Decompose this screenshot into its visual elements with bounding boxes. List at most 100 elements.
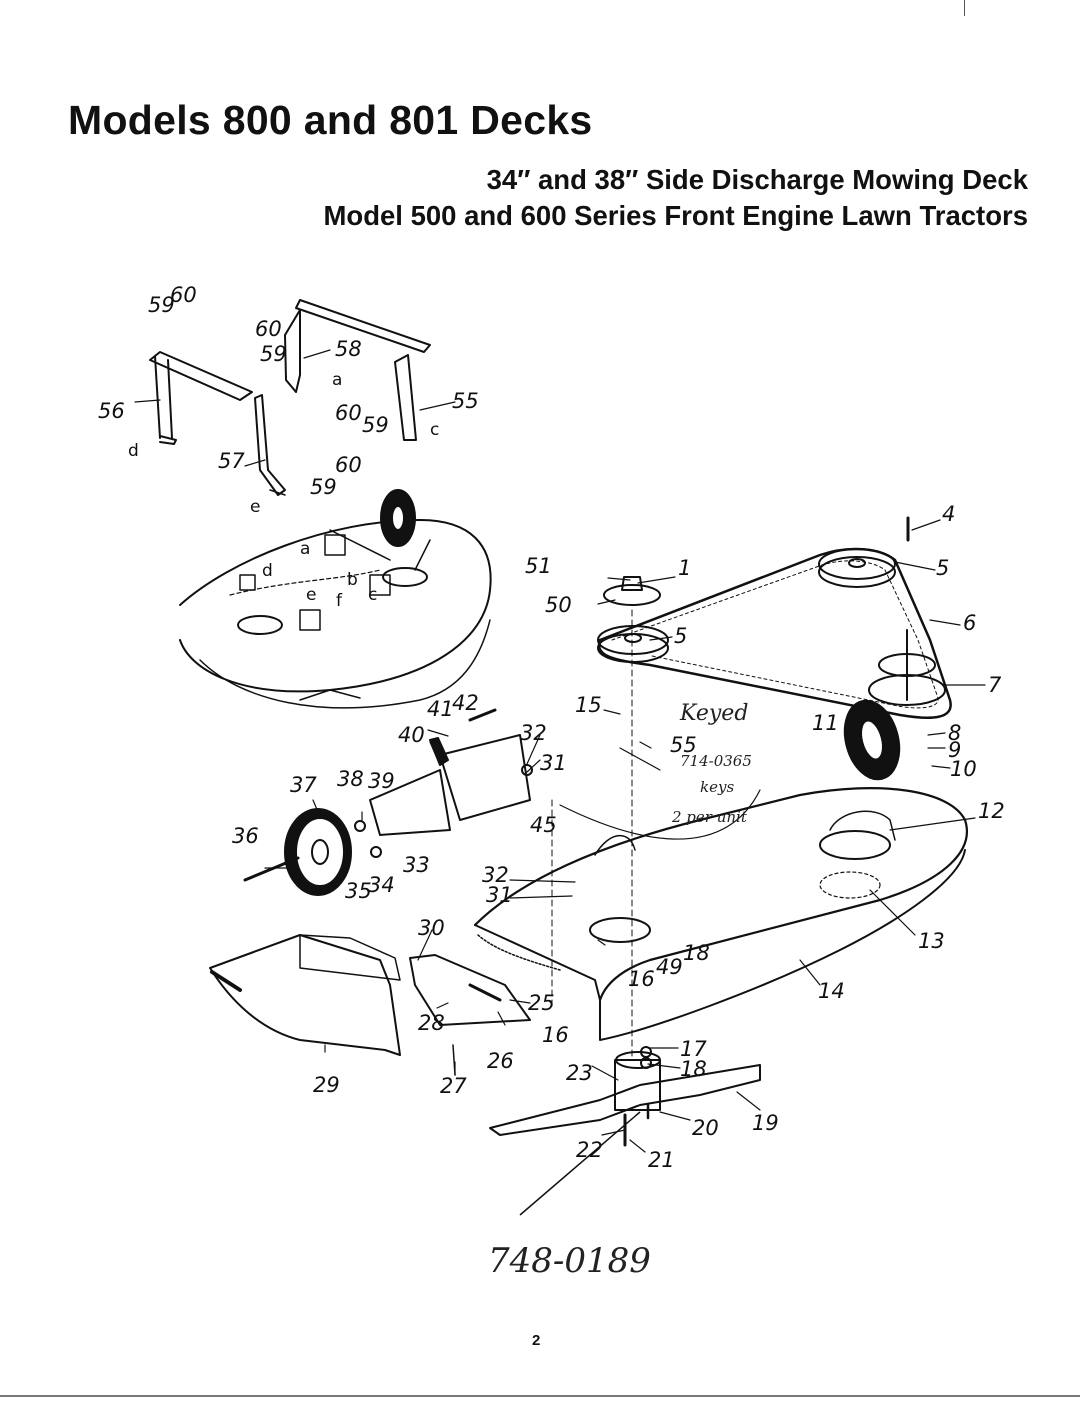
callout-10: 10 — [950, 757, 977, 781]
callout-60c: 60 — [335, 401, 362, 425]
callout-36: 36 — [232, 824, 259, 848]
callout-55: 55 — [670, 733, 697, 757]
bracket-plate — [439, 734, 531, 821]
spindle-12-guard — [829, 810, 896, 841]
callout-16: 16 — [628, 967, 655, 991]
bolt-42 — [468, 708, 497, 722]
guard-45 — [594, 834, 636, 856]
chute-top-face — [299, 934, 401, 981]
callout-35: 35 — [345, 879, 372, 903]
letter-b: b — [347, 570, 358, 590]
callout-58: 58 — [335, 337, 362, 361]
callout-40: 40 — [398, 723, 425, 747]
callout-59: 59 — [148, 293, 175, 317]
pulley-5-left-bore — [624, 633, 642, 643]
lift-link-bar — [149, 351, 253, 401]
callout-29: 29 — [313, 1073, 340, 1097]
note-per-unit: 2 per unit — [671, 808, 748, 826]
callout-60b: 60 — [255, 317, 282, 341]
callout-16b: 16 — [542, 1023, 569, 1047]
callout-39: 39 — [368, 769, 395, 793]
callout-1: 1 — [678, 556, 691, 580]
callout-8: 8 — [948, 721, 961, 745]
leader-lines — [134, 349, 986, 1153]
callout-5-right: 5 — [936, 556, 949, 580]
callout-37: 37 — [290, 773, 317, 797]
callout-9: 9 — [948, 738, 961, 762]
blade-adapter-23 — [614, 1059, 661, 1111]
letter-d: d — [262, 561, 273, 581]
deck-outline-top — [473, 787, 968, 1002]
callout-59c: 59 — [362, 413, 389, 437]
letter-c: c — [368, 585, 377, 605]
callout-49: 49 — [656, 955, 683, 979]
subtitle-deck: 34″ and 38″ Side Discharge Mowing Deck — [486, 164, 1028, 195]
lever-57 — [254, 394, 286, 496]
upper-link-bar — [295, 299, 431, 353]
pulley-5-right-bore — [848, 558, 866, 568]
callout-34: 34 — [368, 873, 395, 897]
spindle-hub-right — [819, 830, 891, 860]
deck-hub-right — [382, 567, 428, 587]
handwritten-arrow — [559, 789, 761, 840]
deck-housing-upper — [179, 519, 492, 709]
nut-1 — [621, 576, 643, 591]
callout-26: 26 — [487, 1049, 514, 1073]
lift-arm-foot — [159, 435, 177, 445]
front-deck-wheel — [843, 699, 901, 781]
belt-inner-hatch — [611, 560, 939, 709]
spindle-hub-left — [589, 917, 651, 943]
pulley-5-left — [597, 633, 669, 663]
deck-front-edge — [474, 924, 601, 1001]
callout-45: 45 — [530, 813, 557, 837]
deck-brackets — [239, 534, 391, 631]
lever-55 — [394, 354, 417, 441]
blade-19 — [489, 1064, 761, 1136]
callout-38: 38 — [337, 767, 364, 791]
callout-32: 32 — [520, 721, 547, 745]
washer-50 — [603, 584, 661, 606]
deck-hub-left — [237, 615, 283, 635]
note-keys: keys — [700, 778, 734, 796]
letter-c-top: c — [430, 420, 439, 440]
callout-25: 25 — [528, 991, 555, 1015]
callout-22: 22 — [576, 1138, 603, 1162]
callout-12: 12 — [978, 799, 1005, 823]
wheel-bolt-36 — [243, 856, 300, 882]
callout-32b: 32 — [482, 863, 509, 887]
lift-arm-56 — [154, 355, 173, 439]
callout-59b: 59 — [260, 342, 287, 366]
wheel-bracket-40 — [369, 769, 451, 836]
callout-11: 11 — [812, 711, 839, 735]
deck-lip — [299, 689, 361, 701]
lever-57-foot — [269, 489, 286, 496]
callout-30: 30 — [418, 916, 445, 940]
letter-labels: a d c e a d b e f c — [128, 370, 439, 611]
lever-41 — [429, 737, 449, 766]
callout-15: 15 — [575, 693, 602, 717]
pulley-5-right-top — [818, 548, 896, 580]
note-blade-part: 748-0189 — [488, 1241, 651, 1281]
callout-7: 7 — [988, 673, 1002, 697]
letter-d-top: d — [128, 441, 139, 461]
callout-60d: 60 — [335, 453, 362, 477]
callout-6: 6 — [963, 611, 976, 635]
callout-20: 20 — [692, 1116, 719, 1140]
discharge-opening — [477, 934, 561, 971]
belt-assembly — [597, 516, 952, 720]
deck-rim — [199, 619, 491, 709]
chute-29 — [209, 934, 401, 1056]
gauge-wheel-rim — [295, 817, 345, 887]
gauge-wheel-assembly — [243, 708, 533, 896]
page-number: 2 — [532, 1332, 541, 1349]
callout-17: 17 — [680, 1037, 707, 1061]
callout-51: 51 — [525, 554, 552, 578]
discharge-chute-assembly — [209, 934, 531, 1076]
letter-e: e — [306, 585, 316, 605]
spindle-13-hidden — [819, 871, 881, 899]
chute-bracket-28 — [409, 954, 531, 1026]
letter-a-top: a — [332, 370, 342, 390]
deck-top-outline — [179, 519, 492, 693]
deck-dash-line — [229, 569, 381, 596]
